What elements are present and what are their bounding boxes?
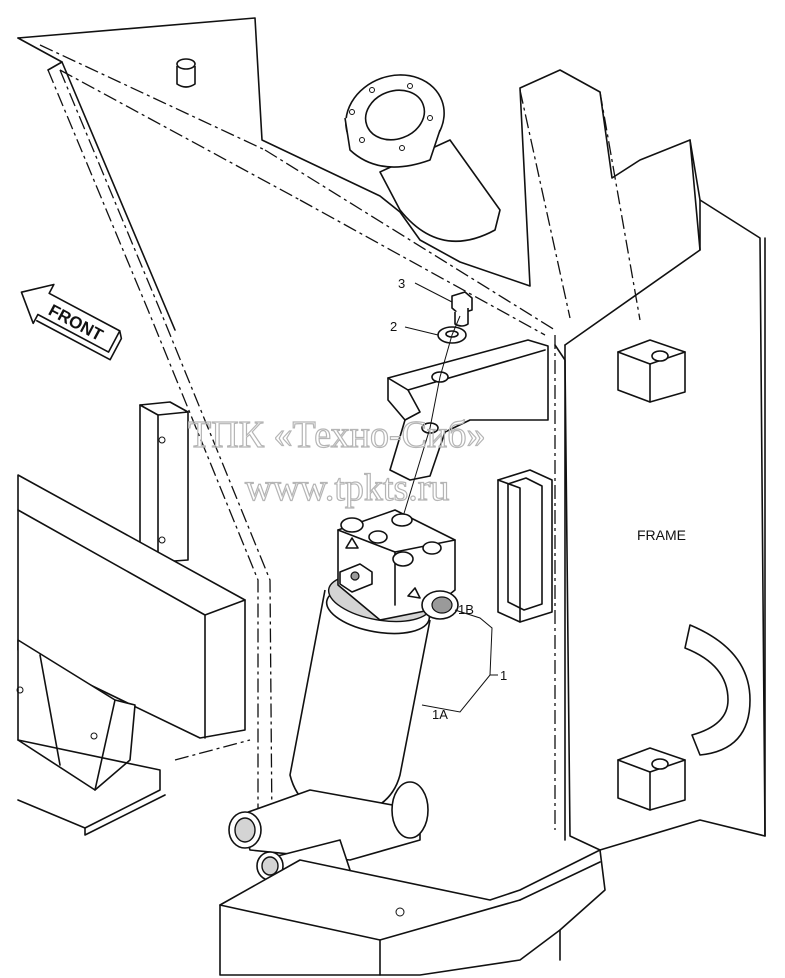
callout-1b: 1B <box>458 602 474 617</box>
top-post <box>176 58 196 88</box>
assembly-centerline <box>401 315 461 521</box>
filter-assembly <box>289 509 459 816</box>
frame-body <box>17 17 766 851</box>
bolt <box>451 291 473 327</box>
frame-slot <box>497 469 553 623</box>
frame-boss-upper <box>617 339 686 403</box>
frame-handle <box>684 624 751 756</box>
left-block <box>139 401 189 563</box>
callout-1a: 1A <box>432 707 448 722</box>
frame-label: FRAME <box>637 527 686 543</box>
callout-1: 1 <box>500 668 507 683</box>
bottom-housing <box>219 849 606 976</box>
mounting-bracket <box>387 339 549 481</box>
front-arrow: FRONT <box>20 283 123 361</box>
watermark-line-1: ТПК «Техно-Сиб» <box>188 414 486 456</box>
left-housing <box>16 474 251 836</box>
callout-2: 2 <box>390 319 397 334</box>
top-flange <box>344 74 501 243</box>
callout-leaders <box>404 282 498 713</box>
frame-boss-lower <box>617 747 686 811</box>
watermark-line-2: www.tpkts.ru <box>245 467 449 509</box>
callout-3: 3 <box>398 276 405 291</box>
